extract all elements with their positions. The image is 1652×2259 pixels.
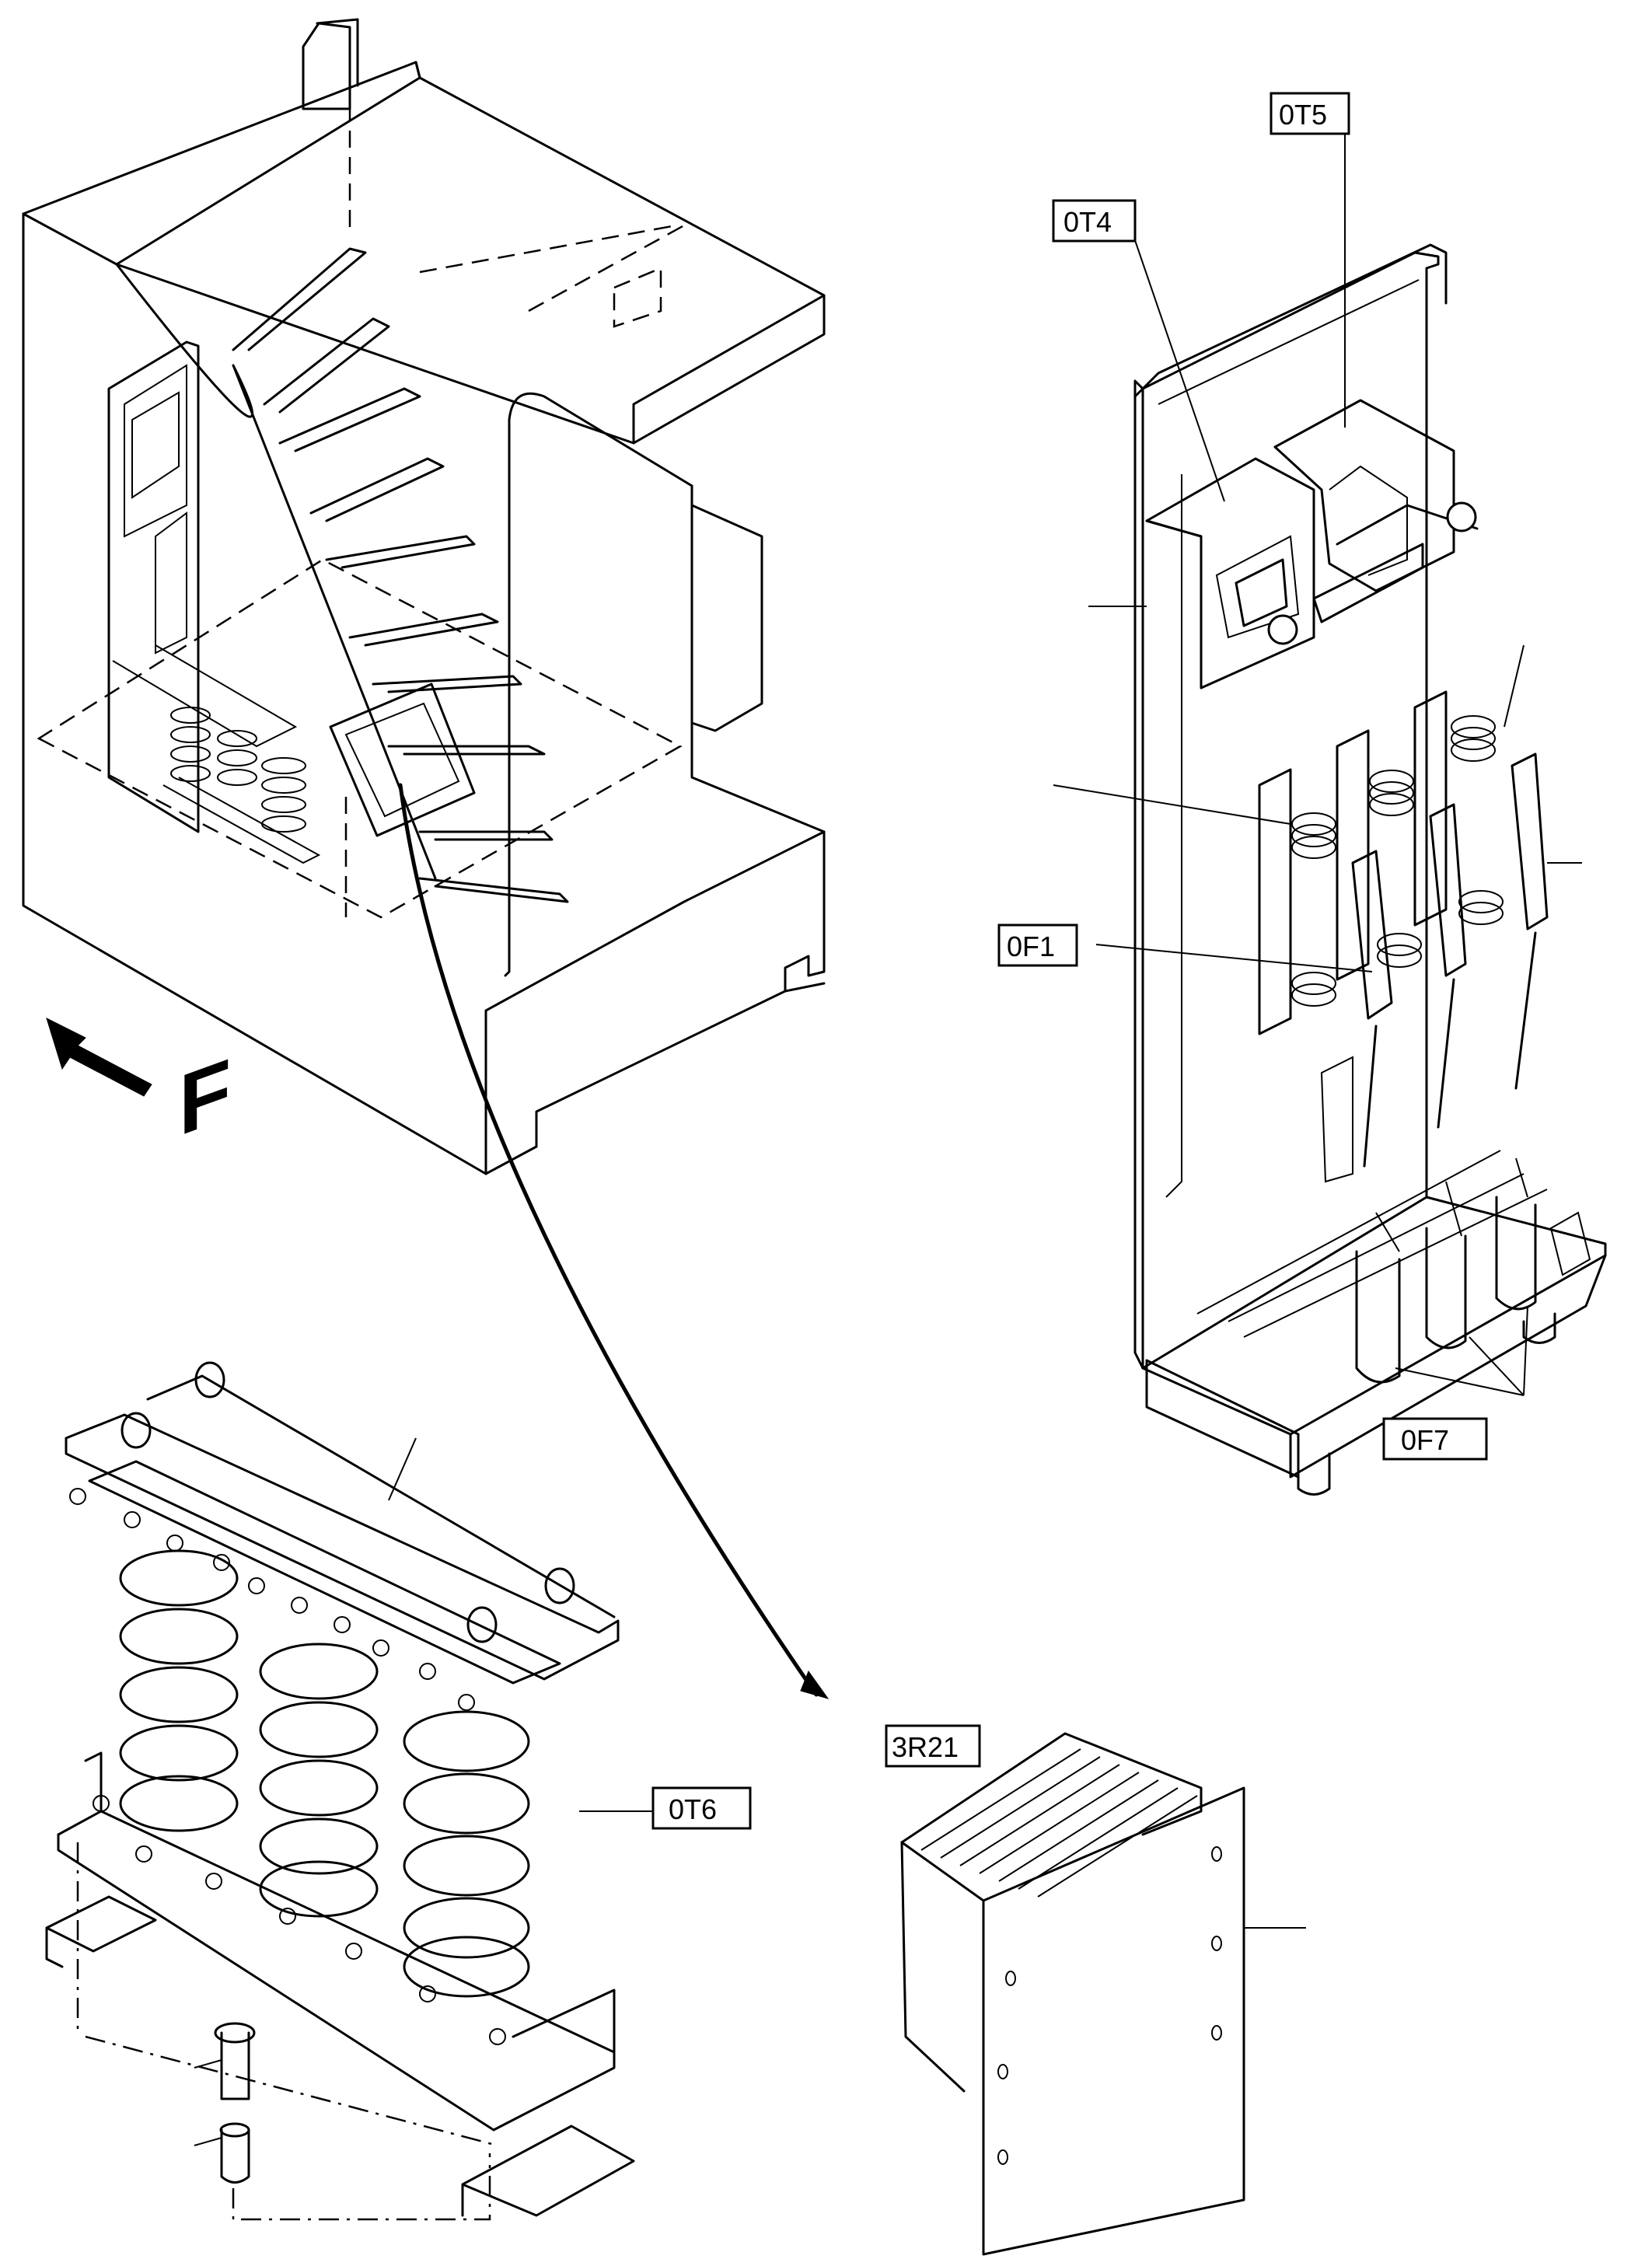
label-0T5-text: 0T5 <box>1279 99 1327 131</box>
resistor-3R21 <box>900 1732 1245 2256</box>
direction-arrow-icon <box>46 1018 152 1097</box>
label-0T4-text: 0T4 <box>1063 206 1112 238</box>
fuse-bases-0F7 <box>1320 931 1591 1384</box>
reactor-0T6 <box>45 1361 635 2221</box>
cabinet-inner-panel <box>107 340 321 864</box>
cabinet-enclosure <box>22 18 829 1699</box>
label-0F7: 0F7 <box>1382 1417 1488 1461</box>
direction-label: F <box>179 1040 231 1154</box>
control-transformer-0T4 <box>1145 457 1315 690</box>
switch-cubicle <box>1133 243 1607 1496</box>
label-3R21-text: 3R21 <box>892 1731 959 1763</box>
label-0F7-text: 0F7 <box>1401 1424 1449 1456</box>
label-0F1-text: 0F1 <box>1007 930 1055 962</box>
label-0T6: 0T6 <box>651 1786 752 1830</box>
fuse-assembly-0F1 <box>1258 690 1549 1035</box>
label-0T6-text: 0T6 <box>669 1793 717 1825</box>
label-0T4: 0T4 <box>1052 199 1137 243</box>
label-0T5: 0T5 <box>1270 92 1350 135</box>
control-transformer-0T5 <box>1273 399 1479 623</box>
leader-lines <box>388 128 1582 1929</box>
label-3R21: 3R21 <box>885 1724 981 1768</box>
label-0F1: 0F1 <box>997 924 1078 967</box>
